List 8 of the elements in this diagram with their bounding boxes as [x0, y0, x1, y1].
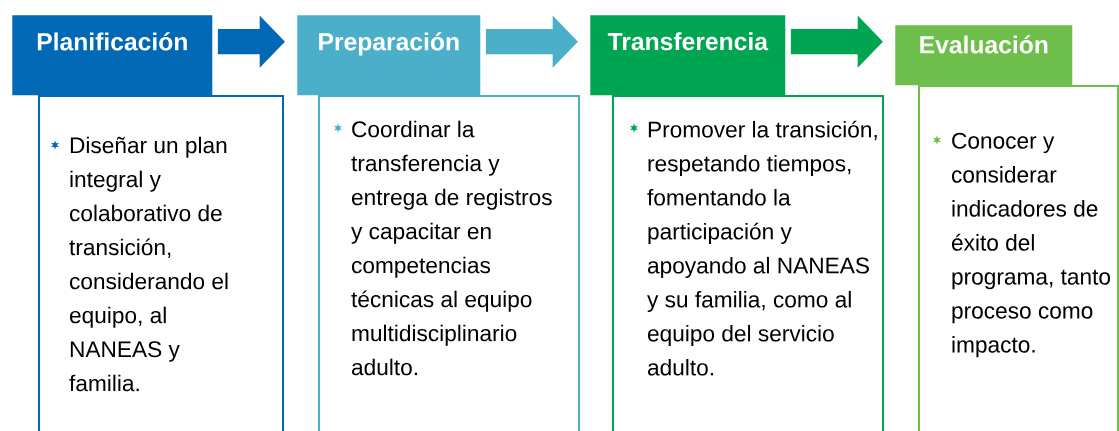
text-box: Conocer y considerar indicadores de éxito del programa, tanto proceso como impacto.	[918, 85, 1119, 431]
stage-header: Evaluación	[895, 25, 1073, 86]
stage-header: Preparación	[297, 15, 481, 96]
stage-header: Planificación	[12, 15, 213, 96]
text-box: Coordinar la transferencia y entrega de registros y capacitar en competencias técnicas al equipo multidisciplinario adulto.	[318, 95, 580, 431]
text-box: Diseñar un plan integral y colaborativo de transición, considerando el equipo, al NANEAS y familia.	[38, 95, 284, 431]
stage-header: Transferencia	[590, 15, 786, 96]
text-box: Promover la transición, respetando tiempos, fomentando la participación y apoyando al NANEAS y su familia, como al equipo del servicio adulto.	[612, 95, 884, 431]
